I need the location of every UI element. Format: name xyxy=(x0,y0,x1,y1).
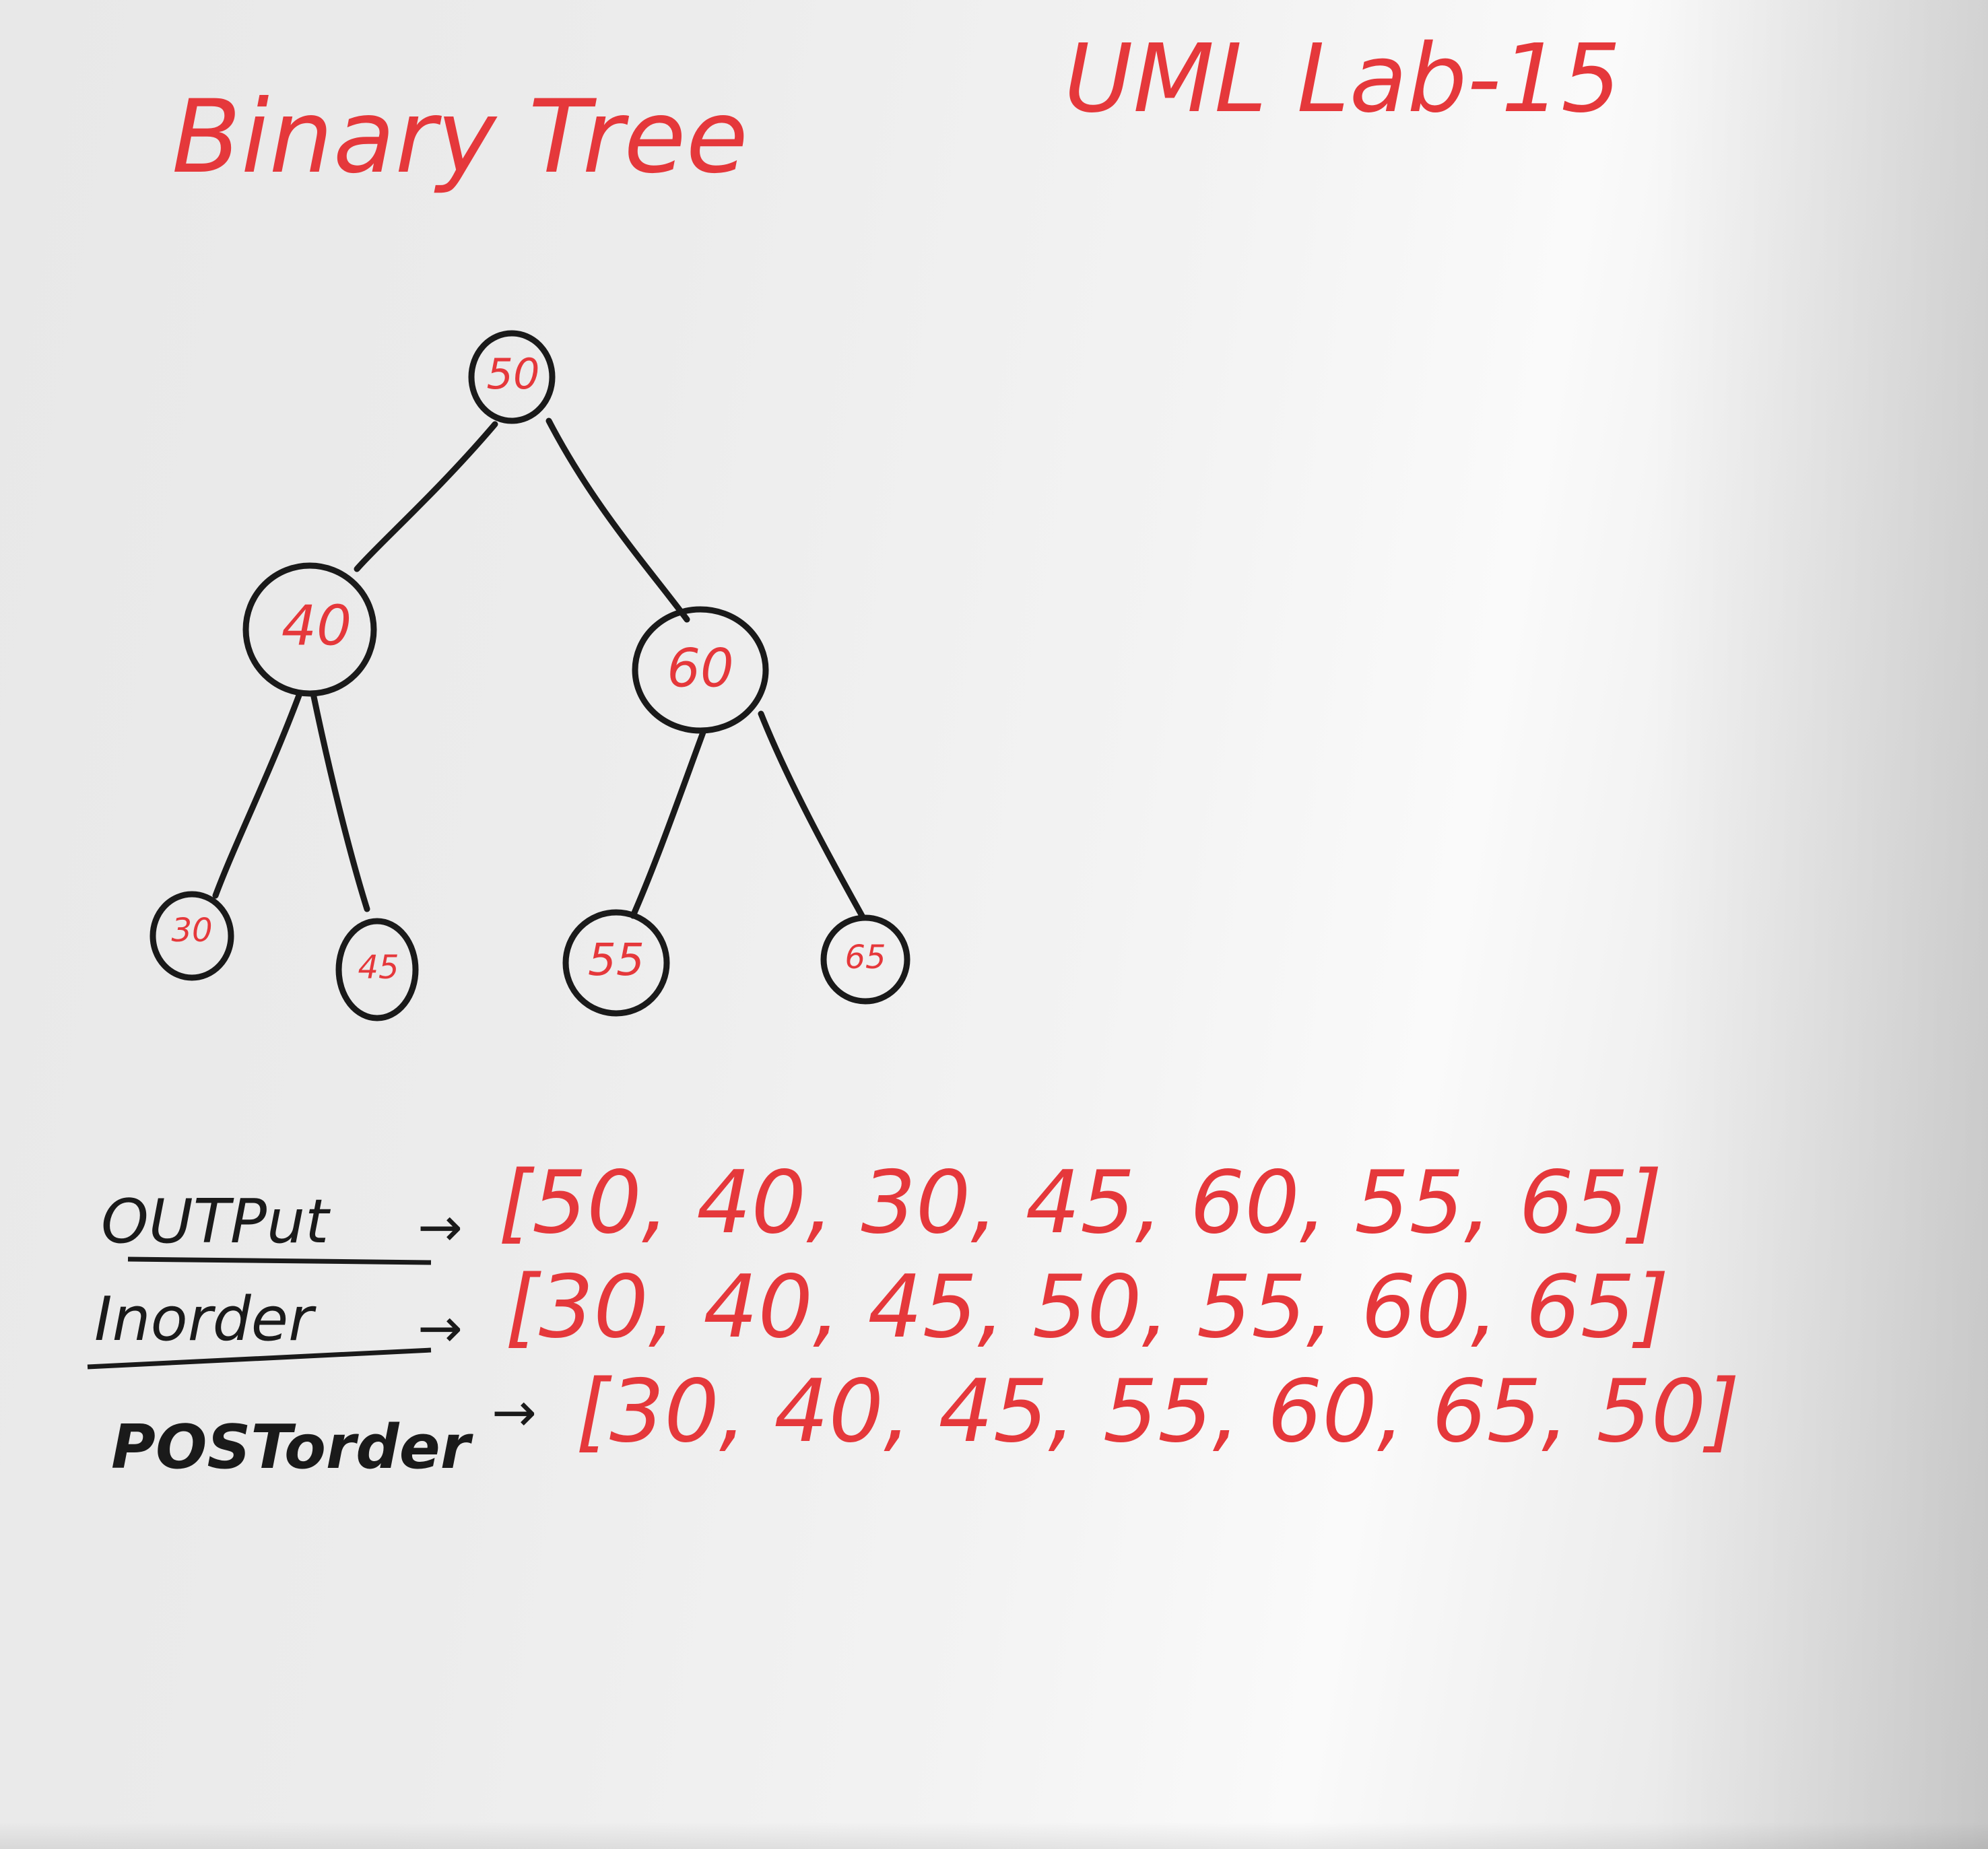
traversal-inorder-values: [30, 40, 45, 50, 55, 60, 65] xyxy=(505,1257,1669,1357)
traversal-output: OUTPut → [50, 40, 30, 45, 60, 55, 65] xyxy=(101,1153,1662,1265)
node-60-circle xyxy=(632,606,769,734)
subtitle-text: UML Lab-15 xyxy=(1064,24,1621,134)
inorder-arrow-icon: → xyxy=(418,1297,463,1359)
edge-40-45 xyxy=(310,690,370,912)
tree-nodes: 50 40 60 30 45 55 65 xyxy=(150,330,910,1021)
node-65-circle xyxy=(820,914,910,1005)
node-30-label: 30 xyxy=(171,912,212,949)
inorder-underline xyxy=(87,1347,432,1370)
node-55-circle xyxy=(562,909,670,1017)
node-40-circle xyxy=(242,562,377,697)
node-60-label: 60 xyxy=(667,638,733,699)
edge-60-65 xyxy=(758,710,865,919)
node-40-label: 40 xyxy=(281,594,352,658)
node-50-label: 50 xyxy=(487,349,540,399)
traversal-inorder-name: Inorder xyxy=(94,1284,317,1355)
postorder-arrow-icon: → xyxy=(492,1381,537,1444)
traversal-output-values: [50, 40, 30, 45, 60, 55, 65] xyxy=(498,1153,1662,1253)
edge-40-30 xyxy=(212,690,303,899)
node-50-circle xyxy=(468,330,556,424)
output-underline xyxy=(127,1256,432,1265)
node-65-label: 65 xyxy=(844,939,886,976)
traversal-postorder: POSTorder → [30, 40, 45, 55, 60, 65, 50] xyxy=(111,1361,1740,1483)
node-45-circle xyxy=(335,918,419,1021)
traversal-postorder-values: [30, 40, 45, 55, 60, 65, 50] xyxy=(576,1361,1740,1462)
tree-edges xyxy=(212,417,865,919)
edge-50-40 xyxy=(354,421,498,572)
edge-60-55 xyxy=(630,727,707,919)
output-arrow-icon: → xyxy=(418,1196,463,1258)
traversal-postorder-name: POSTorder xyxy=(111,1412,474,1483)
board-edge xyxy=(0,1822,1988,1849)
edge-50-60 xyxy=(545,417,690,623)
node-55-label: 55 xyxy=(588,934,644,986)
title-text: Binary Tree xyxy=(172,79,748,196)
node-30-circle xyxy=(150,891,234,981)
node-45-label: 45 xyxy=(358,949,399,986)
traversal-inorder: Inorder → [30, 40, 45, 50, 55, 60, 65] xyxy=(87,1257,1669,1370)
traversal-output-name: OUTPut xyxy=(101,1186,331,1257)
